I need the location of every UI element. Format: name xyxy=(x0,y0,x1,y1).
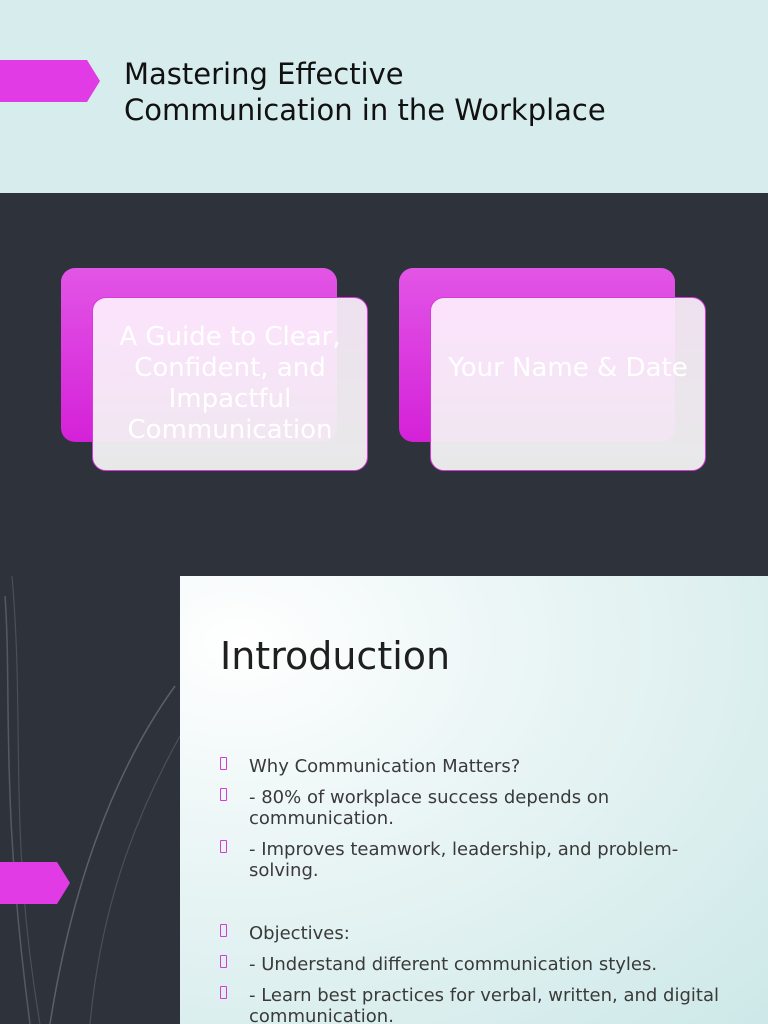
presentation-title: Mastering Effective Communication in the… xyxy=(124,56,744,128)
title-accent-tab xyxy=(0,60,100,102)
list-item: Why Communication Matters? xyxy=(220,756,740,777)
bullet-icon xyxy=(220,788,227,801)
bullet-icon xyxy=(220,757,227,770)
bullet-icon xyxy=(220,840,227,853)
decorative-lines xyxy=(4,576,180,1024)
title-line-1: Mastering Effective xyxy=(124,57,404,91)
bullet-list: Why Communication Matters? - 80% of work… xyxy=(220,756,740,1024)
title-line-2: Communication in the Workplace xyxy=(124,93,606,127)
author-card xyxy=(430,297,706,471)
bullet-icon xyxy=(220,986,227,999)
bullet-icon xyxy=(220,924,227,937)
subtitle-section: A Guide to Clear, Confident, and Impactf… xyxy=(0,193,768,576)
list-item: Objectives: xyxy=(220,923,740,944)
author-date-text: Your Name & Date xyxy=(448,353,688,383)
subtitle-card xyxy=(92,297,368,471)
list-item: - Understand different communication sty… xyxy=(220,954,740,975)
list-item: - Learn best practices for verbal, writt… xyxy=(220,985,740,1024)
slide-title: Introduction xyxy=(220,634,451,678)
bullet-icon xyxy=(220,955,227,968)
list-item: - Improves teamwork, leadership, and pro… xyxy=(220,839,740,881)
list-item: - 80% of workplace success depends on co… xyxy=(220,787,740,829)
subtitle-text: A Guide to Clear, Confident, and Impactf… xyxy=(119,322,341,445)
slide-content-panel: Introduction Why Communication Matters? … xyxy=(180,576,768,1024)
introduction-slide: Introduction Why Communication Matters? … xyxy=(0,576,768,1024)
slide-accent-tab xyxy=(0,862,70,904)
title-banner: Mastering Effective Communication in the… xyxy=(0,0,768,193)
